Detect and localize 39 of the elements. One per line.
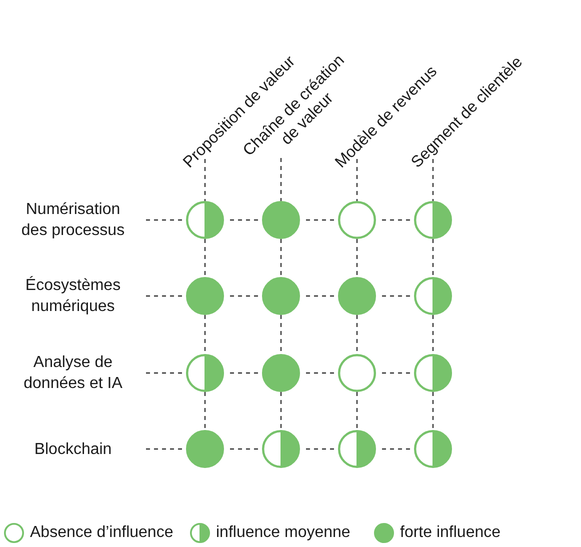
dashed-connector [432, 239, 434, 277]
dashed-connector [204, 159, 206, 201]
dashed-connector [280, 392, 282, 430]
half-filled-circle [414, 354, 452, 392]
row-label: Analyse de données et IA [12, 352, 134, 394]
filled-circle [338, 277, 376, 315]
dashed-connector [356, 239, 358, 277]
legend-label: forte influence [400, 523, 501, 543]
legend-label: Absence d’influence [30, 523, 174, 543]
dashed-connector [356, 315, 358, 354]
filled-circle [262, 201, 300, 239]
dashed-connector [356, 159, 358, 201]
half-filled-circle [186, 201, 224, 239]
dashed-connector [432, 159, 434, 201]
dashed-connector [280, 158, 282, 201]
dashed-connector [204, 315, 206, 354]
dashed-connector [432, 315, 434, 354]
dashed-connector [280, 239, 282, 277]
empty-circle [338, 354, 376, 392]
dashed-connector [204, 392, 206, 430]
row-label: Numérisation des processus [12, 199, 134, 241]
half-filled-circle [414, 201, 452, 239]
filled-circle [186, 430, 224, 468]
half-filled-circle [338, 430, 376, 468]
row-label: Écosystèmes numériques [12, 275, 134, 317]
legend-label: influence moyenne [216, 523, 350, 543]
half-filled-circle [262, 430, 300, 468]
half-filled-circle [414, 277, 452, 315]
empty-circle [338, 201, 376, 239]
filled-circle [186, 277, 224, 315]
dashed-connector [432, 392, 434, 430]
dashed-connector [356, 392, 358, 430]
filled-circle [262, 277, 300, 315]
dashed-connector [280, 315, 282, 354]
row-label: Blockchain [12, 438, 134, 460]
half-filled-circle [186, 354, 224, 392]
dashed-connector [204, 239, 206, 277]
filled-circle [262, 354, 300, 392]
half-filled-circle [414, 430, 452, 468]
